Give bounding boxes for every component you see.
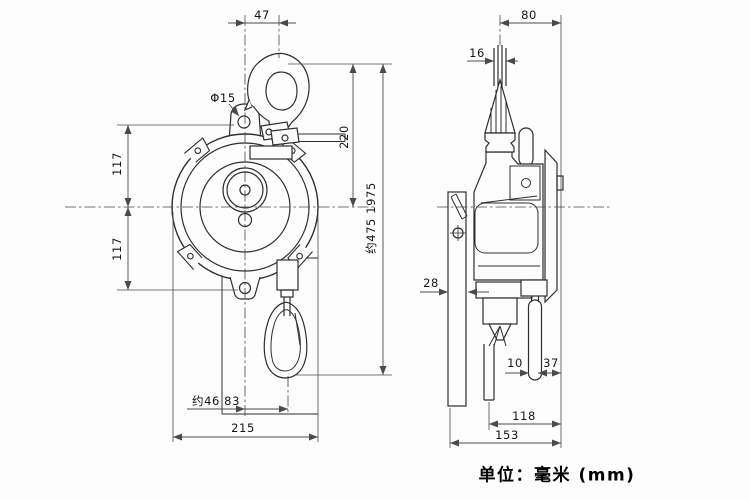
dim-hole-diameter: Φ15 — [210, 91, 236, 105]
dim-depth-inner: 118 — [512, 409, 536, 423]
dimension-lines — [124, 19, 561, 447]
wire-rod — [483, 344, 495, 401]
dim-upper-half: 117 — [110, 152, 124, 176]
dim-rope-width: 16 — [469, 46, 485, 60]
side-body — [473, 151, 544, 281]
extension-lines — [117, 15, 562, 448]
dim-hook-swing: 约46 83 — [191, 394, 241, 408]
side-top-tab — [518, 127, 534, 167]
front-view — [171, 52, 346, 415]
dim-hook-offset: 47 — [254, 8, 270, 22]
collar — [484, 132, 516, 153]
dim-side-depth: 80 — [521, 8, 537, 22]
side-hook — [520, 279, 548, 381]
dim-hook-to-center: 220 — [337, 125, 351, 149]
dim-lower-half: 117 — [110, 237, 124, 261]
dim-front-width: 215 — [231, 421, 255, 435]
carabiner-outer — [263, 301, 308, 379]
spring-cone — [484, 77, 516, 134]
hook-clevis — [249, 121, 300, 160]
top-hook — [243, 52, 310, 160]
dim-depth-total: 153 — [495, 428, 519, 442]
dim-wire-gap: 10 — [507, 356, 523, 370]
dim-wire-to-back: 37 — [543, 356, 559, 370]
front-mount-bar — [447, 191, 468, 407]
side-body-details — [474, 165, 541, 267]
dim-travel-range: 约475 1975 — [364, 182, 378, 254]
carabiner-inner — [270, 309, 301, 372]
dim-plate-offset: 28 — [423, 276, 439, 290]
side-view — [447, 45, 564, 407]
back-plate — [544, 148, 564, 304]
bottom-carabiner — [263, 259, 308, 379]
unit-note: 单位：毫米 (mm) — [478, 465, 636, 486]
top-rope — [484, 45, 516, 153]
wire-outlet — [475, 281, 533, 401]
